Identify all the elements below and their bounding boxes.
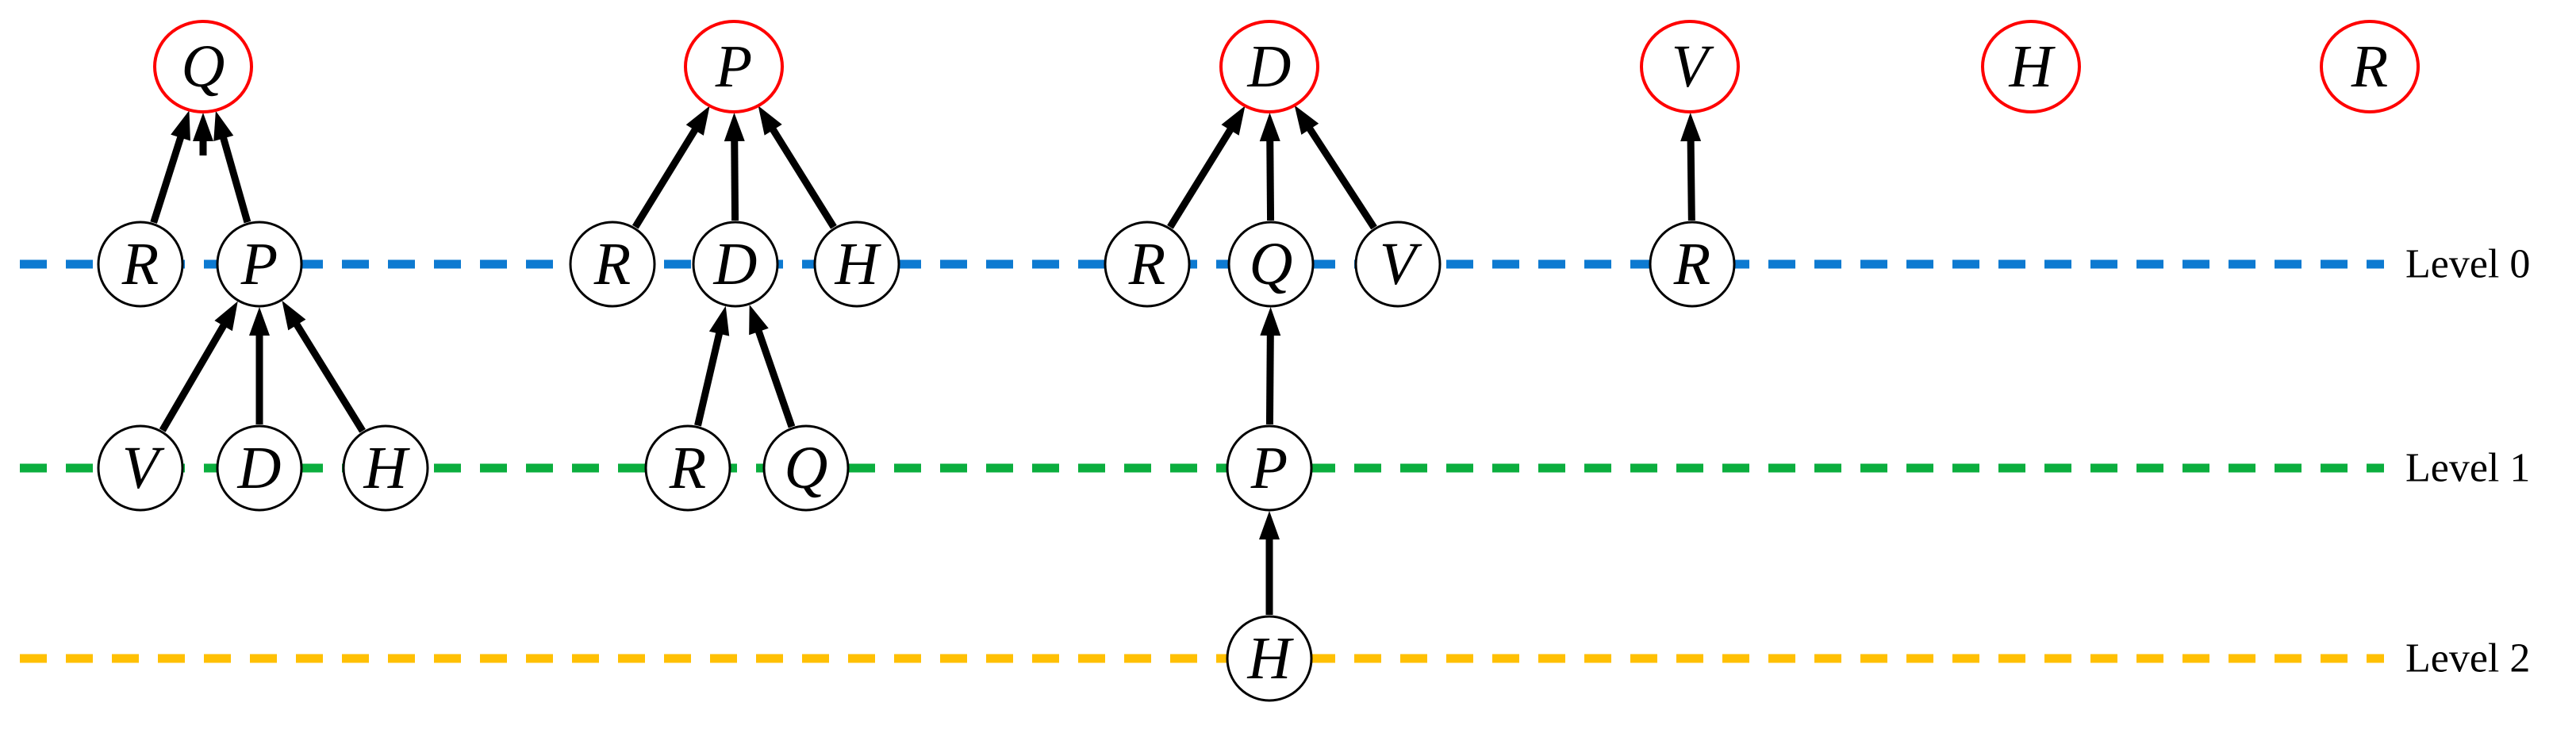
node-circle-t3_Q0 — [1227, 221, 1315, 308]
node-letter-t3_P1: P — [1250, 435, 1288, 501]
root-node-circle-iso_R — [2320, 20, 2420, 113]
node-letter-t2_R1: R — [669, 435, 706, 501]
edge-line-6 — [632, 125, 700, 229]
node-letter-iso_H: H — [2009, 33, 2056, 100]
edge-arrowhead-15 — [1259, 511, 1280, 539]
node-letter-t1_P0: P — [240, 231, 278, 297]
node-letter-t2_D0: D — [713, 231, 758, 297]
edge-arrowhead-11 — [1221, 106, 1246, 136]
edge-line-12 — [1266, 137, 1275, 221]
node-letter-t2_P: P — [715, 33, 752, 100]
node-letter-t3_Q0: Q — [1250, 231, 1293, 297]
node-circle-t2_D0 — [692, 221, 779, 308]
edge-line-3 — [159, 321, 228, 432]
node-letter-t3_D: D — [1247, 33, 1292, 100]
node-circle-t2_Q1 — [762, 424, 850, 512]
root-node-circle-t2_P — [684, 20, 784, 113]
edge-line-13 — [1305, 124, 1377, 230]
edge-arrowhead-3 — [214, 301, 238, 332]
node-letter-t1_R0: R — [121, 231, 159, 297]
edge-arrowhead-7 — [724, 112, 745, 142]
node-letter-t2_Q1: Q — [785, 435, 828, 501]
node-letter-t3_V0: V — [1380, 231, 1422, 297]
node-letter-t1_D1: D — [237, 435, 282, 501]
edge-line-11 — [1167, 125, 1235, 229]
node-circle-t2_R1 — [644, 424, 731, 512]
edge-arrowhead-9 — [708, 305, 730, 336]
node-circle-t1_H1 — [342, 424, 429, 512]
node-circle-t3_P1 — [1226, 424, 1313, 512]
edge-line-9 — [694, 329, 724, 427]
edge-arrowhead-13 — [1294, 105, 1319, 135]
node-letter-t2_H0: H — [835, 231, 882, 297]
edge-line-14 — [1265, 332, 1274, 425]
root-node-circle-t1_Q — [153, 20, 253, 113]
edge-line-10 — [754, 327, 796, 428]
node-circle-t4_R0 — [1649, 221, 1736, 308]
node-letter-t3_H2: H — [1247, 625, 1295, 692]
node-circle-t1_V1 — [97, 424, 184, 512]
node-letter-t4_V: V — [1672, 33, 1714, 100]
level-label-2: Level 2 — [2405, 636, 2530, 681]
edge-arrowhead-8 — [758, 106, 782, 136]
node-circle-t1_R0 — [97, 221, 184, 308]
edge-arrowhead-0 — [171, 110, 190, 141]
node-letter-t1_Q: Q — [182, 33, 225, 100]
level-label-0: Level 0 — [2405, 242, 2530, 287]
edge-line-1 — [219, 134, 251, 224]
root-node-circle-t3_D — [1219, 20, 1319, 113]
node-letter-t3_R0: R — [1128, 231, 1165, 297]
node-circle-t3_H2 — [1226, 615, 1313, 702]
edge-arrowhead-1 — [213, 110, 234, 141]
edge-arrowhead-4 — [249, 307, 270, 336]
root-node-circle-iso_H — [1981, 20, 2081, 113]
edge-arrowhead-2 — [193, 113, 213, 141]
node-circle-t1_D1 — [216, 424, 303, 512]
edge-arrowhead-10 — [749, 305, 769, 336]
node-circle-t1_P0 — [216, 221, 303, 308]
edge-arrowhead-6 — [685, 106, 710, 136]
node-circle-t3_R0 — [1104, 221, 1191, 308]
node-circle-t2_R0 — [569, 221, 656, 308]
node-circle-t3_V0 — [1354, 221, 1442, 308]
node-letter-t4_R0: R — [1673, 231, 1710, 297]
edge-line-8 — [768, 125, 837, 229]
edge-arrowhead-14 — [1260, 306, 1281, 336]
node-letter-t1_H1: H — [363, 435, 411, 501]
node-letter-iso_R: R — [2351, 33, 2388, 100]
node-letter-t1_V1: V — [122, 435, 165, 501]
edge-line-0 — [150, 133, 186, 224]
edge-line-5 — [292, 320, 366, 433]
edge-arrowhead-5 — [282, 300, 306, 331]
level-label-1: Level 1 — [2405, 446, 2530, 491]
edge-arrowhead-16 — [1680, 112, 1702, 142]
node-circle-t2_H0 — [813, 221, 900, 308]
edge-arrowhead-12 — [1259, 112, 1280, 142]
node-letter-t2_R0: R — [593, 231, 631, 297]
root-node-circle-t4_V — [1640, 20, 1740, 113]
